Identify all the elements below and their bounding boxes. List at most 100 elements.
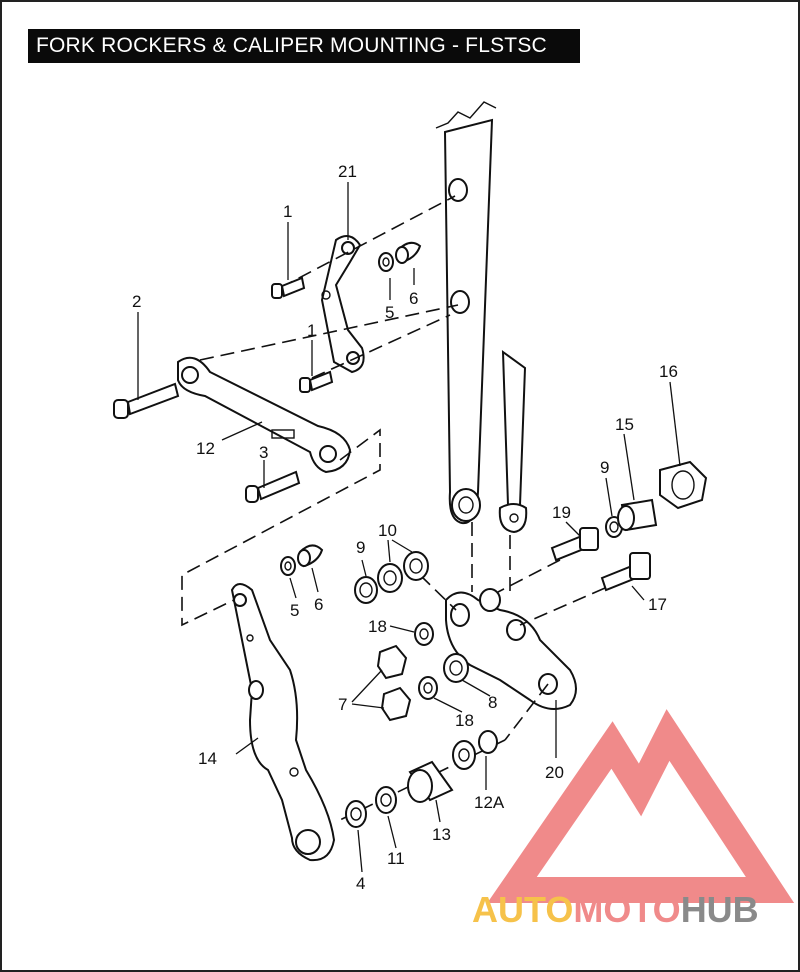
screw-1-lower bbox=[299, 370, 334, 393]
callout-10: 10 bbox=[378, 521, 397, 540]
screw-2-shank bbox=[126, 382, 180, 416]
callout-19: 19 bbox=[552, 503, 571, 522]
screw-1-lower-head bbox=[299, 377, 311, 393]
brake-rod-clevis bbox=[498, 503, 528, 534]
watermark-hub: HUB bbox=[681, 889, 759, 930]
rocker-link-12 bbox=[177, 356, 352, 474]
bushing-12a bbox=[452, 740, 476, 770]
brake-rod bbox=[498, 349, 528, 534]
slider-lower-hole bbox=[450, 290, 470, 314]
align-line-lower bbox=[311, 314, 451, 379]
washer-18-upper bbox=[414, 622, 434, 646]
callout-3: 3 bbox=[259, 443, 268, 462]
watermark-text: AUTOMOTOHUB bbox=[472, 889, 759, 930]
callout-21: 21 bbox=[338, 162, 357, 181]
callout-9-left: 9 bbox=[356, 538, 365, 557]
bracket-21-mid-hole bbox=[321, 290, 331, 300]
callout-2: 2 bbox=[132, 292, 141, 311]
washer-11 bbox=[375, 786, 397, 814]
leader-lines bbox=[137, 182, 681, 873]
washer-5-lower bbox=[280, 556, 296, 576]
screw-3-head bbox=[245, 485, 259, 503]
callout-labels: 1 21 5 6 2 1 12 3 5 6 9 10 18 7 8 18 14 … bbox=[132, 162, 678, 893]
callout-12a: 12A bbox=[474, 793, 505, 812]
rocker-14-mid-hole bbox=[248, 680, 264, 700]
fork-slider bbox=[435, 101, 497, 525]
screw-3 bbox=[245, 470, 301, 503]
bolt-17 bbox=[600, 552, 651, 592]
bolt-19 bbox=[550, 527, 599, 562]
fork-slider-break bbox=[435, 101, 497, 129]
callout-8: 8 bbox=[488, 693, 497, 712]
align-line-upper bbox=[279, 195, 456, 289]
slider-upper-hole bbox=[448, 178, 468, 202]
fork-rocker-14 bbox=[230, 583, 336, 862]
callout-1-lower: 1 bbox=[307, 321, 316, 340]
bracket-21-upper-hole bbox=[341, 241, 355, 255]
screw-1-upper bbox=[271, 276, 306, 299]
rocker-14-body bbox=[230, 583, 336, 862]
bracket-21-lower-hole bbox=[346, 351, 360, 365]
callout-6-upper: 6 bbox=[409, 289, 418, 308]
washer-10-a bbox=[377, 563, 403, 593]
align-line-left bbox=[181, 428, 381, 627]
washer-12a bbox=[478, 730, 498, 754]
callout-5-lower: 5 bbox=[290, 601, 299, 620]
clevis-hole bbox=[509, 513, 519, 523]
callout-1-upper: 1 bbox=[283, 202, 292, 221]
hex-nut-16 bbox=[659, 460, 708, 510]
callout-6-lower: 6 bbox=[314, 595, 323, 614]
nut-7-upper bbox=[376, 644, 408, 680]
link-12-body bbox=[177, 356, 352, 474]
callout-12: 12 bbox=[196, 439, 215, 458]
screw-2 bbox=[113, 382, 180, 419]
callout-4: 4 bbox=[356, 874, 365, 893]
callout-17: 17 bbox=[648, 595, 667, 614]
screw-1-upper-head bbox=[271, 283, 283, 299]
title-bar: FORK ROCKERS & CALIPER MOUNTING - FLSTSC bbox=[28, 29, 580, 63]
screw-1-upper-shank bbox=[280, 276, 306, 298]
screw-2-head bbox=[113, 399, 129, 419]
nut-7-lower bbox=[380, 686, 412, 722]
washer-18-lower bbox=[418, 676, 438, 700]
pivot-plate-hole-b bbox=[479, 588, 501, 612]
washer-10-b bbox=[403, 551, 429, 581]
washer-4 bbox=[345, 800, 367, 828]
callout-11: 11 bbox=[387, 849, 405, 868]
diagram-title: FORK ROCKERS & CALIPER MOUNTING - FLSTSC bbox=[36, 34, 547, 57]
link-12-right-eye bbox=[319, 445, 337, 463]
callout-5-upper: 5 bbox=[385, 303, 394, 322]
callout-20: 20 bbox=[545, 763, 564, 782]
callout-7: 7 bbox=[338, 695, 347, 714]
pivot-plate-20 bbox=[445, 588, 577, 710]
rocker-14-bottom-eye bbox=[295, 829, 321, 855]
callout-9-right: 9 bbox=[600, 458, 609, 477]
watermark-auto: AUTO bbox=[472, 889, 573, 930]
bushing-8 bbox=[443, 653, 469, 683]
callout-13: 13 bbox=[432, 825, 451, 844]
brake-rod-body bbox=[501, 349, 527, 506]
align-line-mid bbox=[199, 304, 459, 361]
watermark-triangle bbox=[487, 709, 795, 903]
link-12-marking bbox=[271, 429, 295, 439]
bolt-19-head bbox=[579, 527, 599, 551]
washer-5-upper bbox=[378, 252, 394, 272]
watermark-logo: AUTOMOTOHUB bbox=[472, 709, 795, 930]
bracket-21-body bbox=[320, 235, 365, 374]
watermark-moto: MOTO bbox=[573, 889, 680, 930]
callout-15: 15 bbox=[615, 415, 634, 434]
screw-1-lower-shank bbox=[308, 370, 334, 392]
screw-3-shank bbox=[256, 470, 301, 501]
caliper-bracket-21 bbox=[320, 235, 365, 374]
callout-18-lower: 18 bbox=[455, 711, 474, 730]
slider-eye-bore bbox=[458, 496, 474, 514]
washer-9-left bbox=[354, 576, 378, 604]
link-12-left-eye bbox=[181, 366, 199, 384]
bolt-17-head bbox=[629, 552, 651, 580]
callout-18-upper: 18 bbox=[368, 617, 387, 636]
pivot-plate-hole-c bbox=[506, 619, 526, 641]
slider-eye bbox=[451, 488, 481, 522]
